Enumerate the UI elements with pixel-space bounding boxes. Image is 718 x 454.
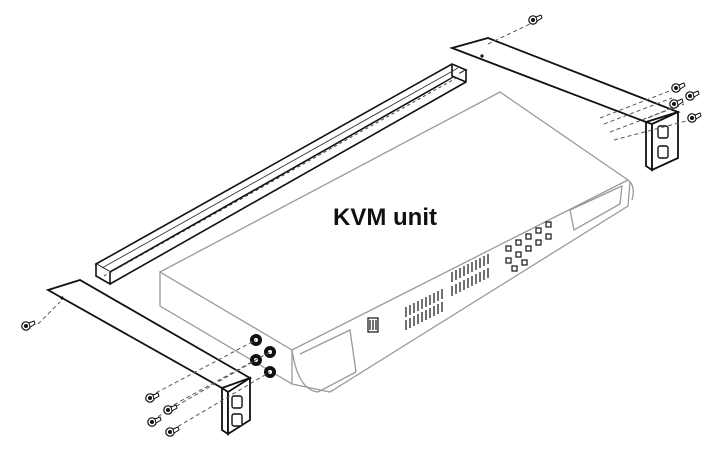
right-bracket xyxy=(449,37,681,172)
screw-icon xyxy=(528,14,543,25)
screw-icon xyxy=(21,320,36,331)
screw-icon xyxy=(671,82,686,93)
screw-icon xyxy=(669,98,684,109)
assembly-guides xyxy=(37,23,691,431)
screw-icon xyxy=(687,112,702,123)
screw-icon xyxy=(163,404,178,415)
screw-icon xyxy=(145,392,160,403)
kvm-unit-label: KVM unit xyxy=(333,204,437,231)
kvm-unit xyxy=(158,91,634,393)
rear-rail xyxy=(94,63,468,286)
screw-icon xyxy=(147,416,162,427)
unit-vents xyxy=(367,254,489,333)
screw-icon xyxy=(685,90,700,101)
unit-ports xyxy=(505,221,552,272)
screw-icon xyxy=(165,426,180,437)
left-bracket xyxy=(45,279,253,436)
